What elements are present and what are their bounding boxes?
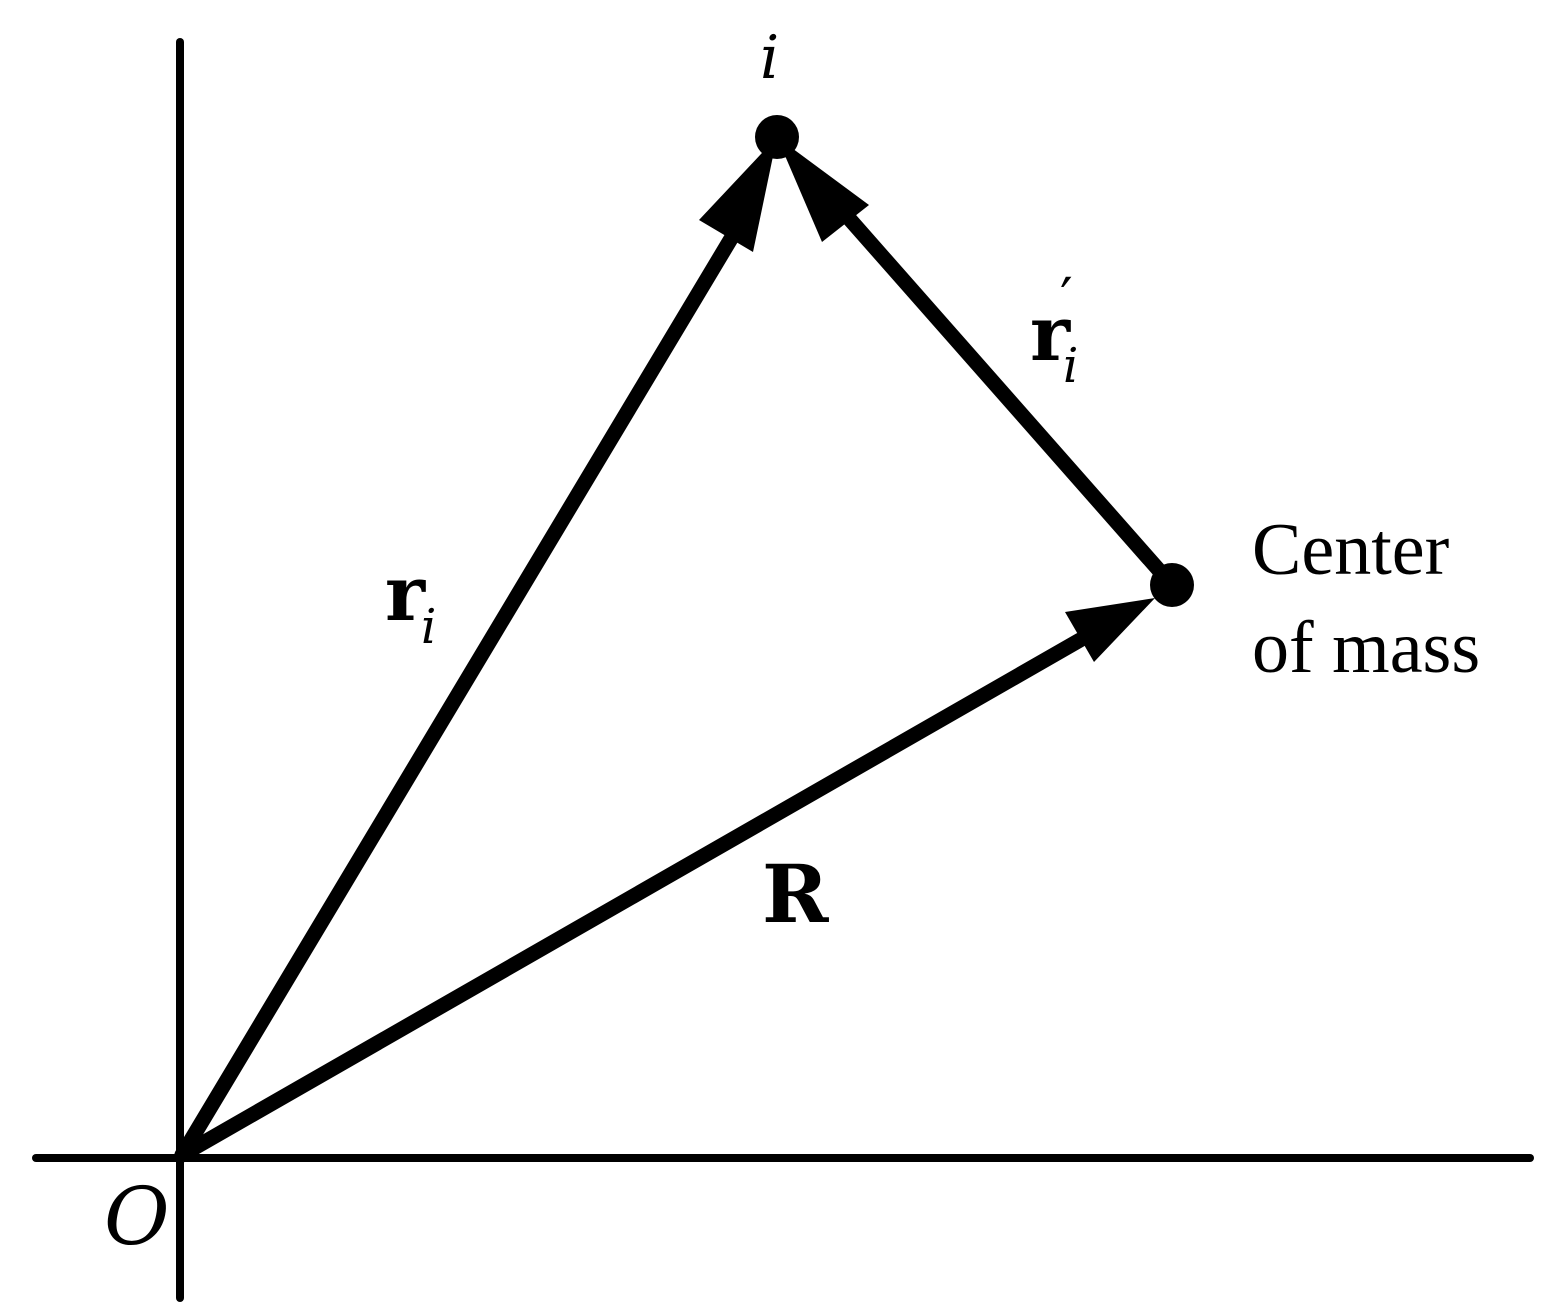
vector-r-i-arrowhead — [699, 137, 777, 252]
vector-R — [174, 598, 1155, 1163]
center-of-mass-label: Center of mass — [1252, 509, 1480, 689]
vector-R-arrowhead — [1065, 598, 1155, 662]
particle-i-point — [755, 115, 799, 159]
R-label: R — [762, 847, 829, 941]
r-i-prime-label: r i ′ — [1030, 267, 1082, 394]
r-i-label: r i — [385, 549, 436, 655]
particle-i-label: i — [760, 23, 779, 93]
origin-label: O — [104, 1170, 170, 1263]
vector-r-i-prime — [777, 137, 1180, 593]
center-of-mass-point — [1150, 563, 1194, 607]
vector-r-i — [174, 137, 777, 1163]
vector-r-i-prime-arrowhead — [777, 137, 869, 242]
